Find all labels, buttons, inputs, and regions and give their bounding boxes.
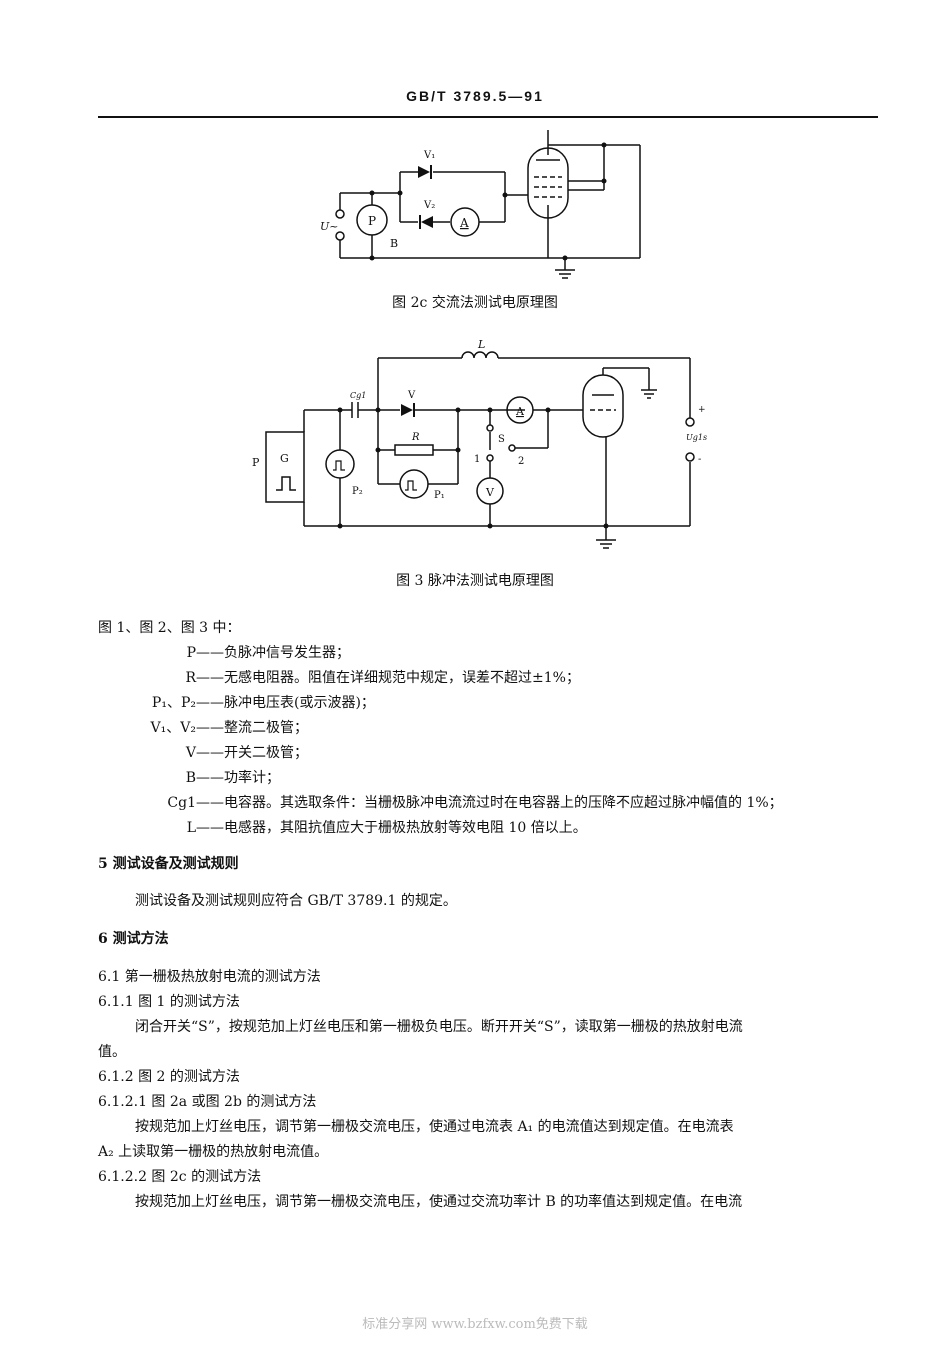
- label-cg1: Cg1: [350, 391, 366, 400]
- section-6-1-2-1-body-2: A₂ 上读取第一栅极的热放射电流值。: [98, 1144, 329, 1160]
- legend-intro: 图 1、图 2、图 3 中：: [98, 620, 241, 636]
- ammeter-a-label: A: [515, 405, 525, 418]
- figure-3-circuit: L Cg1 V R S 1 2 P G P₂ P₁ + - Ug1s A V: [252, 338, 707, 549]
- section-5-heading: 5 测试设备及测试规则: [98, 856, 239, 872]
- legend-item: P₁、P₂——脉冲电压表(或示波器)；: [98, 692, 375, 712]
- label-p: P: [252, 456, 260, 469]
- legend-text: 脉冲电压表(或示波器)；: [224, 695, 375, 711]
- legend-text: 电容器。其选取条件：当栅极脉冲电流流过时在电容器上的压降不应超过脉冲幅值的 1%…: [224, 795, 783, 811]
- label-plus: +: [698, 405, 706, 415]
- label-r: R: [411, 432, 420, 443]
- label-s: S: [498, 434, 505, 445]
- legend-text: 电感器，其阻抗值应大于栅极热放射等效电阻 10 倍以上。: [224, 820, 587, 836]
- label-2: 2: [518, 456, 524, 467]
- legend-dash: ——: [196, 670, 224, 686]
- section-6-1-2: 6.1.2 图 2 的测试方法: [98, 1069, 240, 1085]
- section-6-1-1-body-1: 闭合开关“S”，按规范加上灯丝电压和第一栅极负电压。断开开关“S”，读取第一栅极…: [135, 1019, 743, 1035]
- label-b: B: [390, 237, 398, 250]
- label-v2: V₂: [423, 200, 435, 211]
- legend-key: R: [185, 670, 196, 686]
- section-6-1-1: 6.1.1 图 1 的测试方法: [98, 994, 240, 1010]
- section-6-heading: 6 测试方法: [98, 931, 169, 947]
- legend-key: B: [185, 770, 196, 786]
- legend-text: 负脉冲信号发生器；: [224, 645, 350, 661]
- voltmeter-v-label: V: [485, 486, 495, 499]
- legend-key: P₁、P₂: [151, 695, 196, 711]
- section-6-1-1-body-2: 值。: [98, 1044, 126, 1060]
- legend-text: 功率计；: [224, 770, 280, 786]
- section-6-1-2-1: 6.1.2.1 图 2a 或图 2b 的测试方法: [98, 1094, 317, 1110]
- watermark-footer: 标准分享网 www.bzfxw.com免费下载: [362, 1317, 588, 1332]
- standard-number: GB/T 3789.5—91: [406, 88, 544, 104]
- label-p: P: [368, 214, 376, 228]
- section-6-1-2-1-body-1: 按规范加上灯丝电压，调节第一栅极交流电压，使通过电流表 A₁ 的电流值达到规定值…: [135, 1119, 734, 1135]
- figure-2c-caption: 图 2c 交流法测试电原理图: [392, 295, 558, 311]
- legend-key: L: [186, 820, 196, 836]
- legend-key: Cg1: [167, 795, 196, 811]
- legend-dash: ——: [196, 770, 224, 786]
- header-rule: [98, 116, 878, 118]
- legend-item: V——开关二极管；: [98, 742, 308, 762]
- legend-key: V: [185, 745, 196, 761]
- label-p1: P₁: [434, 490, 445, 501]
- legend-item: P——负脉冲信号发生器；: [98, 642, 350, 662]
- label-1: 1: [474, 454, 480, 465]
- legend-text: 整流二极管；: [224, 720, 308, 736]
- legend-dash: ——: [196, 645, 224, 661]
- label-minus: -: [698, 454, 701, 465]
- legend-dash: ——: [196, 745, 224, 761]
- label-v: V: [407, 390, 416, 401]
- label-u: U~: [320, 220, 339, 233]
- legend-key: P: [186, 645, 196, 661]
- legend-text: 无感电阻器。阻值在详细规范中规定，误差不超过±1%；: [224, 670, 580, 686]
- figure-2c-circuit: V₁ V₂ U~ P B A: [320, 130, 641, 279]
- figure-3-caption: 图 3 脉冲法测试电原理图: [396, 573, 554, 589]
- legend-item: R——无感电阻器。阻值在详细规范中规定，误差不超过±1%；: [98, 667, 580, 687]
- label-v1: V₁: [423, 150, 435, 161]
- legend-item: Cg1——电容器。其选取条件：当栅极脉冲电流流过时在电容器上的压降不应超过脉冲幅…: [98, 792, 783, 812]
- legend-dash: ——: [196, 695, 224, 711]
- legend-item: V₁、V₂——整流二极管；: [98, 717, 308, 737]
- legend-key: V₁、V₂: [150, 720, 196, 736]
- label-g: G: [280, 452, 289, 465]
- section-6-1: 6.1 第一栅极热放射电流的测试方法: [98, 969, 321, 985]
- label-ug1s: Ug1s: [686, 433, 707, 442]
- legend-item: L——电感器，其阻抗值应大于栅极热放射等效电阻 10 倍以上。: [98, 817, 587, 837]
- legend-item: B——功率计；: [98, 767, 280, 787]
- label-l: L: [477, 338, 485, 351]
- section-6-1-2-2-body-1: 按规范加上灯丝电压，调节第一栅极交流电压，使通过交流功率计 B 的功率值达到规定…: [135, 1194, 743, 1210]
- section-6-1-2-2: 6.1.2.2 图 2c 的测试方法: [98, 1169, 262, 1185]
- legend-dash: ——: [196, 795, 224, 811]
- legend-dash: ——: [196, 720, 224, 736]
- legend-text: 开关二极管；: [224, 745, 308, 761]
- ammeter-a-label: A: [459, 216, 469, 230]
- legend-dash: ——: [196, 820, 224, 836]
- section-5-body: 测试设备及测试规则应符合 GB/T 3789.1 的规定。: [135, 893, 457, 909]
- label-p2: P₂: [352, 486, 363, 497]
